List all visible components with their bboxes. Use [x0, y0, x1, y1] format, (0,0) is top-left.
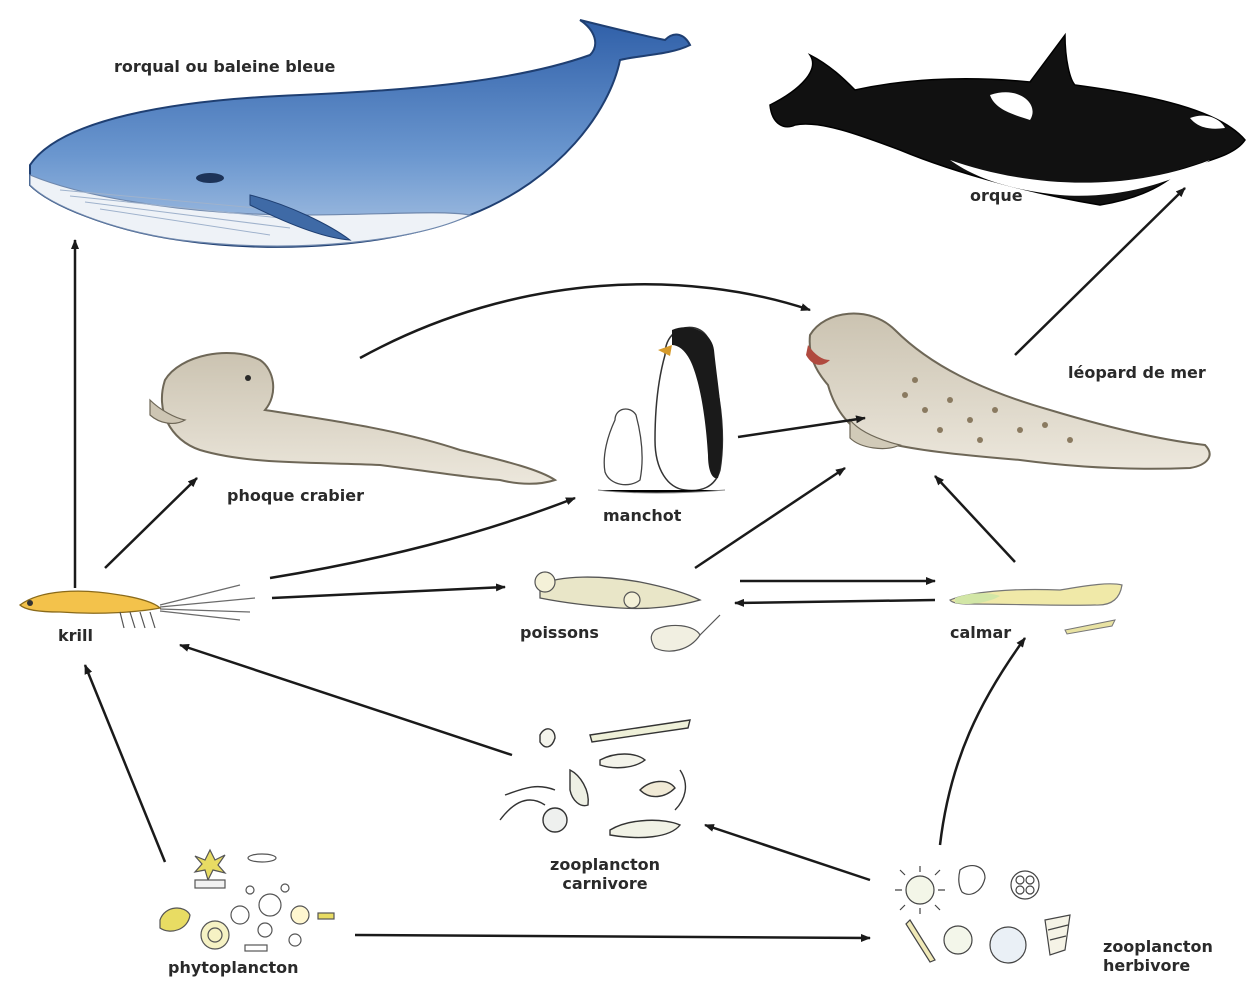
- orca-illustration: [770, 35, 1245, 205]
- arrow-zooherb-to-squid: [940, 638, 1025, 845]
- phytoplankton-illustration: [160, 850, 334, 951]
- squid-label: calmar: [950, 623, 1011, 642]
- krill-label: krill: [58, 626, 93, 645]
- arrow-crabeater-to-leopard: [360, 284, 810, 358]
- arrow-zoocarn-to-krill: [180, 645, 512, 755]
- blue-whale-illustration: [30, 20, 690, 247]
- leopard-seal-label: léopard de mer: [1068, 363, 1206, 382]
- arrow-zooherb-to-zoocarn: [705, 825, 870, 880]
- herbivorous-zooplankton-label-line2: herbivore: [1103, 956, 1243, 975]
- carnivorous-zooplankton-illustration: [500, 720, 690, 838]
- arrow-krill-to-crabeater: [105, 478, 197, 568]
- krill-illustration: [20, 585, 255, 628]
- carnivorous-zooplankton-label-line1: zooplancton: [535, 855, 675, 874]
- arrow-phyto-to-krill: [85, 665, 165, 862]
- arrow-fish-to-leopard: [695, 468, 845, 568]
- arrow-phyto-to-zooherb: [355, 935, 870, 938]
- carnivorous-zooplankton-label: zooplancton carnivore: [535, 855, 675, 893]
- herbivorous-zooplankton-illustration: [895, 866, 1070, 963]
- penguin-label: manchot: [603, 506, 681, 525]
- herbivorous-zooplankton-label-line1: zooplancton: [1103, 937, 1243, 956]
- arrow-krill-to-fish: [272, 587, 505, 598]
- arrow-krill-to-penguin: [270, 498, 575, 578]
- phytoplankton-label: phytoplancton: [168, 958, 299, 977]
- fish-label: poissons: [520, 623, 599, 642]
- whale-label: rorqual ou baleine bleue: [114, 57, 335, 76]
- arrow-squid-to-leopard: [935, 476, 1015, 562]
- herbivorous-zooplankton-label: zooplancton herbivore: [1103, 937, 1243, 975]
- crabeater-seal-illustration: [150, 353, 555, 484]
- penguin-illustration: [598, 327, 725, 493]
- crabeater-seal-label: phoque crabier: [227, 486, 364, 505]
- leopard-seal-illustration: [806, 314, 1210, 469]
- carnivorous-zooplankton-label-line2: carnivore: [535, 874, 675, 893]
- arrow-leopard-to-orca: [1015, 188, 1185, 355]
- arrow-squid-to-fish: [735, 600, 935, 603]
- orca-label: orque: [970, 186, 1023, 205]
- arrow-penguin-to-leopard: [738, 418, 865, 437]
